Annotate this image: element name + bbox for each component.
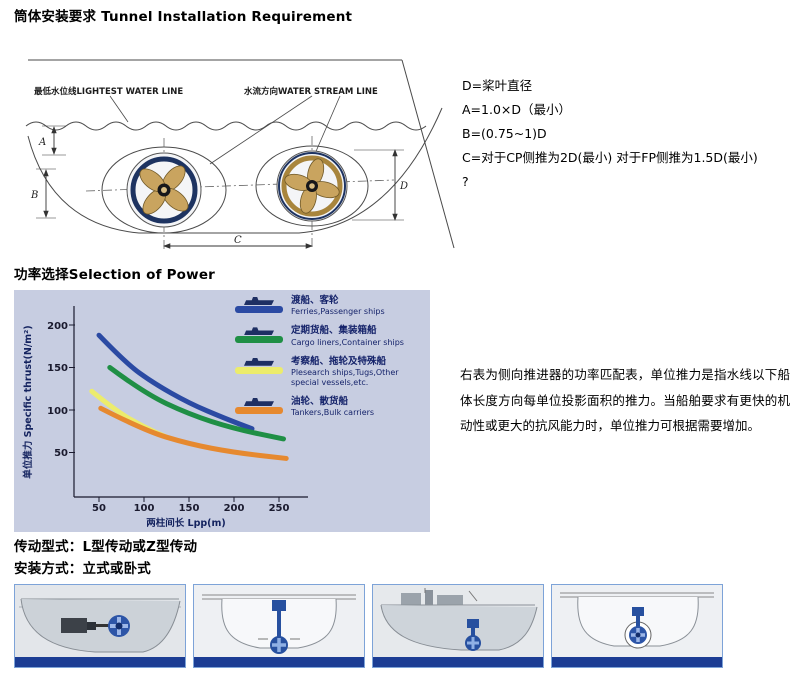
installation-image-deck-machinery — [372, 584, 544, 668]
note-a: A=1.0×D（最小） — [462, 102, 572, 117]
chart-ticks — [69, 324, 280, 502]
legend-label-en: Cargo liners,Container ships — [291, 337, 404, 347]
legend-color-bar — [235, 336, 283, 344]
dimension-lines — [36, 125, 404, 249]
tunnel-diagram-svg: 最低水位线LIGHTEST WATER LINE 水流方向WATER STREA… — [25, 59, 455, 250]
hull-bottom-line — [27, 107, 443, 234]
dim-d-label: D — [399, 181, 408, 192]
motor-icon — [467, 619, 479, 628]
x-axis-label: 两柱间长 Lpp(m) — [146, 517, 226, 529]
deckhouse-icon — [437, 595, 463, 605]
shaft-icon — [636, 616, 640, 628]
ship-icon — [244, 327, 274, 336]
ship-icon — [244, 398, 274, 407]
heading-tunnel-installation: 筒体安装要求 Tunnel Installation Requirement — [14, 9, 353, 25]
y-tick-100: 100 — [47, 406, 68, 417]
dim-a-label: A — [38, 137, 46, 148]
legend-label-en: Plesearch ships,Tugs,Other special vesse… — [291, 368, 399, 388]
legend-color-bar — [235, 306, 283, 313]
legend-entry-research: 考察船、拖轮及特殊船 Plesearch ships,Tugs,Other sp… — [235, 356, 425, 388]
installation-images — [14, 584, 790, 668]
motor-icon — [632, 607, 644, 616]
legend-label-en: Ferries,Passenger ships — [291, 307, 385, 317]
x-tick-50: 50 — [92, 503, 106, 514]
stream-pointer-2 — [313, 95, 341, 157]
y-tick-50: 50 — [54, 448, 68, 459]
legend-label-zh: 渡船、客轮 — [291, 295, 339, 306]
waterline-pointer — [109, 95, 129, 123]
note-b: B=(0.75~1)D — [462, 126, 547, 141]
power-selection-chart: 200 150 100 50 50 100 150 200 250 单位推力 S… — [14, 290, 430, 532]
legend-color-bar — [235, 407, 283, 415]
legend-label-zh: 定期货船、集装箱船 — [291, 325, 377, 337]
deckhouse-icon — [401, 593, 421, 605]
legend-entry-cargo: 定期货船、集装箱船 Cargo liners,Container ships — [235, 325, 425, 347]
legend-entry-ferries: 渡船、客轮 Ferries,Passenger ships — [235, 295, 425, 317]
installation-image-vertical-drive — [193, 584, 365, 668]
note-c: C=对于CP侧推为2D(最小) 对于FP侧推为1.5D(最小) — [462, 150, 758, 165]
ship-icon — [244, 357, 274, 366]
caption-strip — [194, 657, 364, 667]
note-d: D=桨叶直径 — [462, 78, 533, 93]
power-note-paragraph: 右表为侧向推进器的功率匹配表，单位推力是指水线以下船体长度方向每单位投影面积的推… — [460, 367, 790, 434]
caption-strip — [15, 657, 185, 667]
heading-drive-type: 传动型式：L型传动或Z型传动 — [14, 539, 198, 555]
thruster-left — [126, 152, 202, 228]
chart-curve — [96, 332, 255, 432]
heading-power-selection: 功率选择Selection of Power — [14, 267, 216, 283]
deck-machinery-illustration — [373, 585, 543, 667]
stream-pointer-1 — [209, 95, 313, 165]
thruster-right — [276, 150, 348, 222]
dim-b-label: B — [30, 190, 38, 201]
gearbox-icon — [87, 622, 96, 630]
shaft-icon — [277, 611, 281, 639]
shaft-icon — [471, 628, 475, 639]
y-tick-200: 200 — [47, 321, 68, 332]
note-extra: ? — [462, 174, 469, 189]
y-tick-150: 150 — [47, 363, 68, 374]
x-tick-250: 250 — [269, 503, 290, 514]
propeller-blades-right — [284, 158, 340, 214]
installation-image-horizontal-drive — [14, 584, 186, 668]
stem-line — [401, 59, 455, 249]
x-tick-150: 150 — [179, 503, 200, 514]
legend-label-en: Tankers,Bulk carriers — [291, 408, 375, 418]
dim-c-label: C — [234, 235, 242, 246]
chart-legend: 渡船、客轮 Ferries,Passenger ships 定期货船、集装箱船 … — [235, 295, 425, 418]
legend-entry-tankers: 油轮、散货船 Tankers,Bulk carriers — [235, 396, 425, 418]
chart-axes — [73, 306, 308, 498]
waterline-label: 最低水位线LIGHTEST WATER LINE — [34, 86, 183, 97]
stream-label: 水流方向WATER STREAM LINE — [243, 86, 378, 97]
vertical-drive-illustration — [194, 585, 364, 667]
motor-icon — [272, 600, 286, 611]
installation-image-tunnel-section — [551, 584, 723, 668]
x-tick-100: 100 — [134, 503, 155, 514]
waterline-wave — [25, 121, 427, 131]
power-chart-svg: 200 150 100 50 50 100 150 200 250 单位推力 S… — [22, 306, 308, 529]
x-tick-200: 200 — [224, 503, 245, 514]
mast-icon — [425, 590, 433, 605]
chart-curve — [107, 365, 286, 442]
caption-strip — [552, 657, 722, 667]
legend-color-bar — [235, 366, 283, 374]
tunnel-section-illustration — [552, 585, 722, 667]
horizontal-drive-illustration — [15, 585, 185, 667]
engine-icon — [61, 618, 87, 633]
legend-label-zh: 油轮、散货船 — [291, 396, 349, 408]
tunnel-installation-diagram: 最低水位线LIGHTEST WATER LINE 水流方向WATER STREA… — [14, 30, 456, 258]
chart-curve — [98, 405, 289, 461]
dimension-notes: D=桨叶直径 A=1.0×D（最小） B=(0.75~1)D C=对于CP侧推为… — [462, 30, 780, 194]
caption-strip — [373, 657, 543, 667]
heading-mount-type: 安装方式：立式或卧式 — [14, 561, 151, 577]
y-axis-label: 单位推力 Specific thrust(N/m²) — [22, 325, 34, 478]
shaft-icon — [96, 624, 112, 627]
ship-icon — [244, 297, 274, 305]
legend-label-zh: 考察船、拖轮及特殊船 — [291, 355, 387, 367]
chart-curves — [89, 332, 289, 461]
